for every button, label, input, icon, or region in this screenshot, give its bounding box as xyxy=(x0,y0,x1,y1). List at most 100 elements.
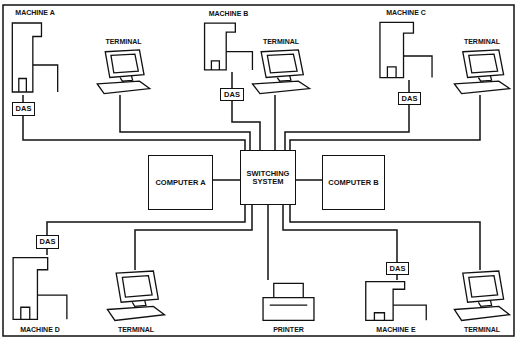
connector-line xyxy=(290,205,480,270)
terminal-outline xyxy=(105,50,144,78)
machine-figure: MACHINE B xyxy=(200,10,257,72)
terminal-figure: TERMINAL xyxy=(95,38,152,95)
box-label: COMPUTER B xyxy=(328,179,378,187)
machine-outline xyxy=(205,23,236,70)
terminal-figure xyxy=(452,49,512,95)
machine-outline xyxy=(393,305,426,320)
figure-label: TERMINAL xyxy=(250,38,312,45)
terminal-outline xyxy=(116,271,158,302)
terminal-outline xyxy=(267,54,297,73)
machine-outline xyxy=(19,79,27,93)
figure-label: TERMINAL xyxy=(452,326,512,333)
machine-figure xyxy=(200,21,257,72)
terminal-outline xyxy=(111,54,138,73)
terminal-outline xyxy=(277,76,291,82)
figure-label: MACHINE E xyxy=(360,326,432,333)
box-label: DAS xyxy=(16,105,32,113)
printer-outline xyxy=(274,283,303,297)
figure-label: MACHINE C xyxy=(375,9,437,16)
terminal-outline xyxy=(478,76,491,82)
terminal-figure: TERMINAL xyxy=(250,38,312,95)
machine-outline xyxy=(33,65,58,92)
terminal-figure xyxy=(452,270,512,322)
das-box: DAS xyxy=(36,235,59,249)
terminal-figure: TERMINAL xyxy=(452,38,512,95)
terminal-figure xyxy=(105,270,167,322)
machine-figure: MACHINE A xyxy=(8,9,62,95)
box-label: DAS xyxy=(402,95,418,103)
figure-label: TERMINAL xyxy=(105,326,167,333)
printer-figure: PRINTER xyxy=(255,280,322,333)
connector-line xyxy=(232,101,260,150)
das-box: DAS xyxy=(12,102,35,116)
box-label: DAS xyxy=(40,238,56,246)
figure-label: PRINTER xyxy=(255,326,322,333)
machine-outline xyxy=(13,258,48,320)
connector-line xyxy=(267,205,269,280)
connector-line xyxy=(408,80,410,92)
figure-label: MACHINE D xyxy=(8,326,72,333)
machine-figure xyxy=(8,20,62,95)
terminal-figure: TERMINAL xyxy=(105,270,167,333)
box-label: DAS xyxy=(224,91,240,99)
machine-outline xyxy=(374,313,384,321)
terminal-outline xyxy=(132,300,146,306)
machine-figure xyxy=(360,280,432,322)
machine-figure: MACHINE C xyxy=(375,9,437,80)
terminal-outline xyxy=(469,54,498,73)
terminal-outline xyxy=(122,276,152,297)
machine-outline xyxy=(226,52,252,70)
terminal-outline xyxy=(454,81,509,93)
connector-line xyxy=(296,179,322,181)
connector-line xyxy=(285,105,409,150)
machine-figure: MACHINE E xyxy=(360,280,432,333)
switch-box: SWITCHING SYSTEM xyxy=(240,150,296,205)
machine-outline xyxy=(211,61,219,70)
terminal-outline xyxy=(261,50,303,78)
machine-outline xyxy=(12,23,41,92)
computer-box: COMPUTER A xyxy=(148,155,213,210)
terminal-outline xyxy=(107,306,164,320)
machine-figure xyxy=(8,255,72,322)
das-box: DAS xyxy=(398,92,421,105)
figure-label: TERMINAL xyxy=(95,38,152,45)
connector-line xyxy=(120,95,250,150)
connector-line xyxy=(274,95,276,150)
machine-outline xyxy=(21,307,30,319)
connector-line xyxy=(396,275,398,280)
terminal-outline xyxy=(463,271,504,302)
terminal-figure xyxy=(95,49,152,95)
machine-outline xyxy=(37,295,66,319)
terminal-outline xyxy=(454,306,509,320)
machine-outline xyxy=(387,67,396,78)
terminal-outline xyxy=(463,50,504,78)
box-label: COMPUTER A xyxy=(155,179,205,187)
box-label: SWITCHING SYSTEM xyxy=(243,170,293,186)
connector-line xyxy=(46,249,48,255)
connector-line xyxy=(213,179,240,181)
machine-figure xyxy=(375,20,437,80)
printer-outline xyxy=(270,305,308,306)
machine-figure: MACHINE D xyxy=(8,255,72,333)
machine-outline xyxy=(366,282,405,321)
figure-label: MACHINE B xyxy=(200,10,257,17)
connector-line xyxy=(135,205,252,270)
terminal-outline xyxy=(120,76,133,82)
printer-outline xyxy=(263,298,314,321)
terminal-outline xyxy=(478,300,491,306)
terminal-outline xyxy=(469,276,498,297)
machine-outline xyxy=(380,22,413,77)
terminal-figure xyxy=(250,49,312,95)
terminal-outline xyxy=(97,81,149,93)
box-label: DAS xyxy=(390,265,406,273)
figure-label: TERMINAL xyxy=(452,38,512,45)
connector-line xyxy=(231,72,233,88)
connector-line xyxy=(23,116,245,150)
das-box: DAS xyxy=(220,88,244,101)
frame-border xyxy=(3,5,514,336)
connector-line xyxy=(290,95,480,150)
terminal-figure: TERMINAL xyxy=(452,270,512,333)
machine-outline xyxy=(404,56,433,78)
computer-box: COMPUTER B xyxy=(322,155,385,210)
